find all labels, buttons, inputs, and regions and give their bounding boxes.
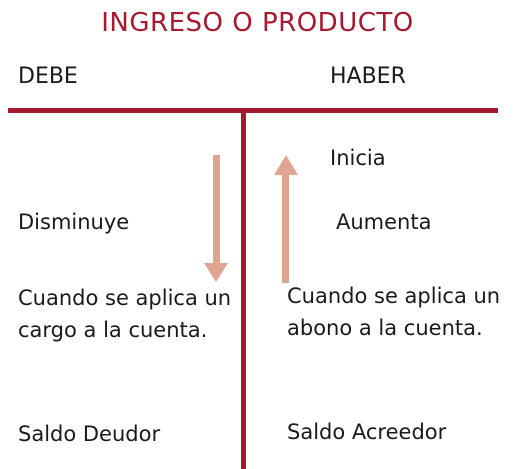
diagram-title: INGRESO O PRODUCTO (101, 8, 414, 38)
arrow-up-icon (274, 155, 298, 283)
haber-description: Cuando se aplica un abono a la cuenta. (287, 284, 501, 340)
debe-header: DEBE (18, 64, 78, 89)
debe-movement-label: Disminuye (18, 210, 130, 234)
debe-balance-label: Saldo Deudor (18, 422, 161, 446)
debe-description: Cuando se aplica un cargo a la cuenta. (18, 286, 232, 342)
t-account-vertical-line (241, 111, 246, 469)
haber-balance-label: Saldo Acreedor (287, 420, 447, 444)
t-account-horizontal-line (8, 108, 498, 113)
haber-start-label: Inicia (330, 146, 386, 170)
arrow-down-icon (204, 155, 228, 282)
haber-movement-label: Aumenta (336, 210, 432, 234)
haber-header: HABER (330, 64, 406, 89)
